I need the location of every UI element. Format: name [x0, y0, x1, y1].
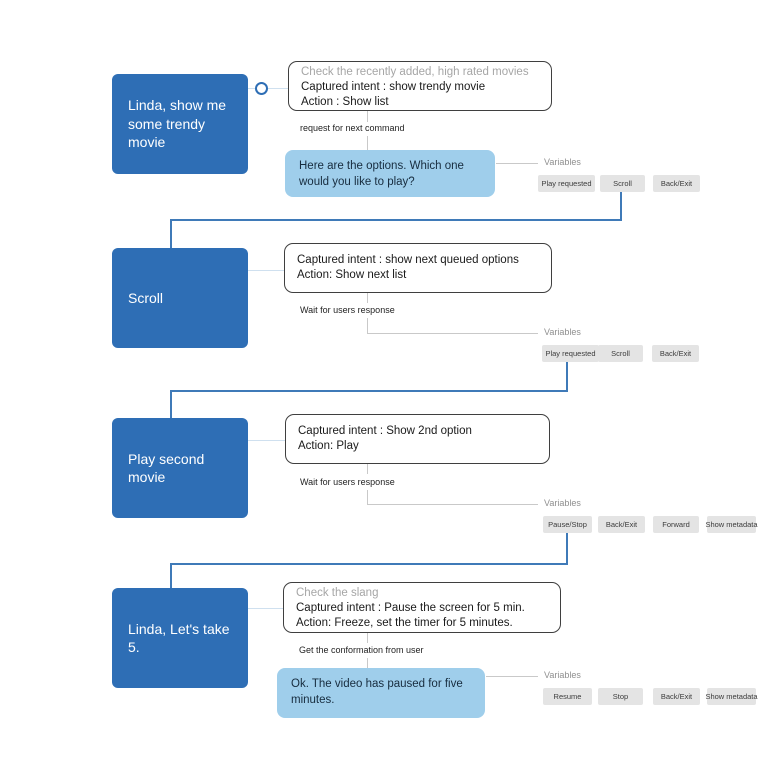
user-utterance-text: Scroll — [128, 289, 164, 306]
route-line — [170, 390, 568, 392]
connector-line — [367, 318, 368, 333]
connector-line — [248, 608, 283, 609]
transition-label: Get the conformation from user — [299, 645, 424, 655]
route-line — [170, 221, 172, 248]
variables-label: Variables — [544, 327, 581, 337]
connector-line — [248, 88, 288, 89]
route-line — [170, 392, 172, 418]
system-response-bubble: Here are the options. Which one would yo… — [285, 150, 495, 197]
system-response-text: Here are the options. Which one would yo… — [299, 160, 464, 188]
connector-line — [486, 676, 538, 677]
route-line — [566, 362, 568, 390]
connector-line — [367, 633, 368, 643]
user-utterance-node: Scroll — [112, 248, 248, 348]
connector-line — [367, 111, 368, 122]
variable-chip-play-requested[interactable]: Play requested — [538, 175, 595, 192]
user-utterance-node: Linda, show me some trendy movie — [112, 74, 248, 174]
intent-text: Captured intent : show next queued optio… — [297, 254, 519, 266]
intent-box: Check the recently added, high rated mov… — [288, 61, 552, 111]
start-connector-dot — [255, 82, 268, 95]
system-response-bubble: Ok. The video has paused for five minute… — [277, 668, 485, 718]
user-utterance-text: Play second movie — [128, 450, 205, 486]
intent-box: Captured intent : show next queued optio… — [284, 243, 552, 293]
variables-label: Variables — [544, 157, 581, 167]
transition-label: request for next command — [300, 123, 405, 133]
route-line — [170, 565, 172, 588]
action-text: Action: Freeze, set the timer for 5 minu… — [296, 616, 513, 629]
action-text: Action : Show list — [301, 95, 389, 108]
variable-chip-stop[interactable]: Stop — [598, 688, 643, 705]
connector-line — [367, 464, 368, 474]
connector-line — [367, 136, 368, 150]
intent-text: Captured intent : Pause the screen for 5… — [296, 601, 525, 614]
system-response-text: Ok. The video has paused for five minute… — [291, 678, 463, 706]
variable-chip-forward[interactable]: Forward — [653, 516, 699, 533]
variables-label: Variables — [544, 498, 581, 508]
route-line — [566, 533, 568, 563]
variable-chip-show-metadata[interactable]: Show metadata — [705, 688, 758, 705]
variable-chip-back-exit[interactable]: Back/Exit — [653, 688, 700, 705]
variable-chip-back-exit[interactable]: Back/Exit — [598, 516, 645, 533]
variable-chip-show-metadata[interactable]: Show metadata — [705, 516, 758, 533]
user-utterance-node: Linda, Let's take 5. — [112, 588, 248, 688]
variable-chip-resume[interactable]: Resume — [543, 688, 592, 705]
intent-box: Captured intent : Show 2nd option Action… — [285, 414, 550, 464]
route-line — [620, 192, 622, 219]
transition-label: Wait for users response — [300, 305, 395, 315]
connector-line — [367, 504, 538, 505]
user-utterance-text: Linda, Let's take 5. — [128, 620, 230, 656]
connector-line — [367, 658, 368, 668]
variables-label: Variables — [544, 670, 581, 680]
action-text: Action: Play — [298, 439, 359, 452]
connector-line — [367, 293, 368, 303]
connector-line — [248, 270, 284, 271]
variable-chip-back-exit[interactable]: Back/Exit — [652, 345, 699, 362]
intent-box: Check the slang Captured intent : Pause … — [283, 582, 561, 633]
variable-chip-play-requested[interactable]: Play requested — [542, 345, 599, 362]
intent-text: Captured intent : show trendy movie — [301, 80, 486, 93]
route-line — [170, 563, 568, 565]
connector-line — [367, 333, 538, 334]
user-utterance-text: Linda, show me some trendy movie — [128, 97, 227, 151]
variable-chip-scroll[interactable]: Scroll — [598, 345, 643, 362]
route-line — [170, 219, 622, 221]
intent-text: Captured intent : Show 2nd option — [298, 425, 472, 437]
connector-line — [367, 490, 368, 504]
connector-line — [496, 163, 538, 164]
transition-label: Wait for users response — [300, 477, 395, 487]
note-text: Check the recently added, high rated mov… — [301, 66, 529, 78]
note-text: Check the slang — [296, 587, 379, 599]
variable-chip-pause-stop[interactable]: Pause/Stop — [543, 516, 592, 533]
variable-chip-scroll[interactable]: Scroll — [600, 175, 645, 192]
user-utterance-node: Play second movie — [112, 418, 248, 518]
variable-chip-back-exit[interactable]: Back/Exit — [653, 175, 700, 192]
connector-line — [248, 440, 285, 441]
action-text: Action: Show next list — [297, 268, 407, 281]
